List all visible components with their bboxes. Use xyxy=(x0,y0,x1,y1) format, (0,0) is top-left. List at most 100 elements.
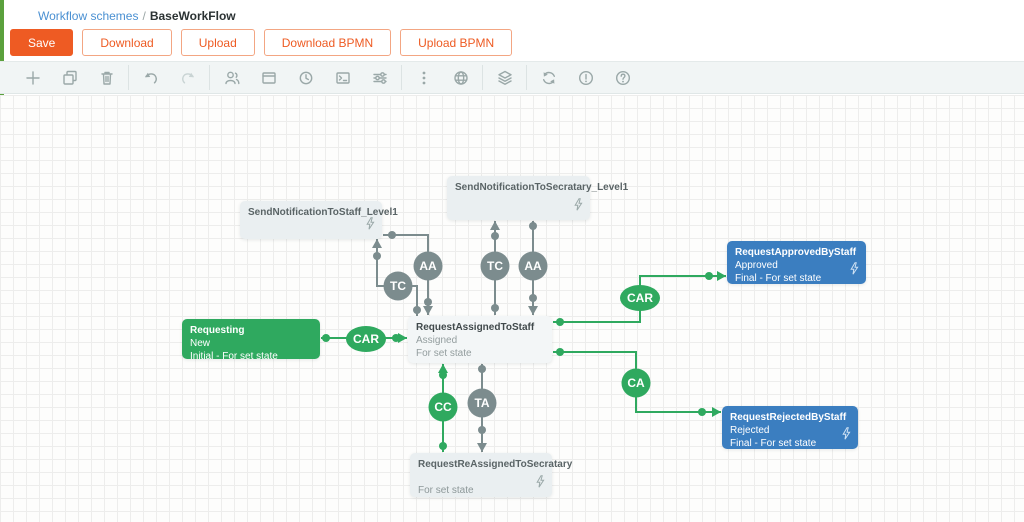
connector-dot[interactable] xyxy=(373,252,381,260)
node-title: Requesting xyxy=(190,325,245,336)
layers-icon xyxy=(497,70,512,85)
transition-badge-AA[interactable]: AA xyxy=(518,251,548,281)
designer-toolbar xyxy=(0,61,1024,94)
transition-badge-CAR[interactable]: CAR xyxy=(620,285,660,311)
transition-arrowhead xyxy=(477,443,487,452)
toolbar-separator xyxy=(482,65,483,90)
node-subtitle: Final - For set state xyxy=(730,438,817,449)
download-bpmn-button[interactable]: Download BPMN xyxy=(263,29,392,56)
connector-dot[interactable] xyxy=(478,365,486,373)
transition-badge-CAR[interactable]: CAR xyxy=(346,326,386,352)
sliders-button[interactable] xyxy=(361,65,398,91)
connector-dot[interactable] xyxy=(491,232,499,240)
connector-dot[interactable] xyxy=(439,442,447,450)
actors-button[interactable] xyxy=(213,65,250,91)
alert-icon xyxy=(578,70,593,85)
svg-text:CAR: CAR xyxy=(627,291,653,305)
upload-bpmn-button[interactable]: Upload BPMN xyxy=(400,29,513,56)
node-subtitle: Approved xyxy=(735,260,778,271)
redo-button[interactable] xyxy=(169,65,206,91)
svg-text:CC: CC xyxy=(434,400,452,414)
transition-badge-CC[interactable]: CC xyxy=(428,392,458,422)
delete-button[interactable] xyxy=(88,65,125,91)
upload-button[interactable]: Upload xyxy=(180,29,255,56)
node-title: SendNotificationToSecratary_Level1 xyxy=(455,182,629,193)
connector-dot[interactable] xyxy=(529,294,537,302)
node-title: RequestAssignedToStaff xyxy=(416,322,535,333)
copy-icon xyxy=(62,70,77,85)
copy-button[interactable] xyxy=(51,65,88,91)
help-button[interactable] xyxy=(604,65,641,91)
lightning-icon xyxy=(535,475,545,492)
action-button-bar: Save Download Upload Download BPMN Uploa… xyxy=(10,29,513,56)
svg-text:CAR: CAR xyxy=(353,332,379,346)
transition-arrowhead xyxy=(712,407,721,417)
node-subtitle: For set state xyxy=(416,348,472,359)
timer-icon xyxy=(299,71,312,84)
connector-dot[interactable] xyxy=(491,304,499,312)
transition-arrowhead xyxy=(490,221,500,230)
connector-dot[interactable] xyxy=(478,426,486,434)
download-button[interactable]: Download xyxy=(82,29,172,56)
node-SendNotificationToSecratary_Level1[interactable]: SendNotificationToSecratary_Level1 xyxy=(447,176,629,220)
workflow-canvas[interactable]: TC AA TC AA CC TA CAR CAR CA SendNotificationToS… xyxy=(0,95,1024,522)
undo-icon xyxy=(144,72,157,83)
node-title: RequestApprovedByStaff xyxy=(735,247,857,258)
layers-button[interactable] xyxy=(486,65,523,91)
transition-badge-CA[interactable]: CA xyxy=(621,368,651,398)
console-icon xyxy=(335,71,350,84)
globe-icon xyxy=(453,70,468,85)
svg-text:TC: TC xyxy=(487,259,503,273)
node-title: SendNotificationToStaff_Level1 xyxy=(248,207,398,218)
breadcrumb-link-workflow-schemes[interactable]: Workflow schemes xyxy=(38,9,139,23)
node-subtitle: For set state xyxy=(418,485,474,496)
add-activity-button[interactable] xyxy=(14,65,51,91)
node-title: RequestReAssignedToSecratary xyxy=(418,459,573,470)
transition-badge-AA[interactable]: AA xyxy=(413,251,443,281)
connector-dot[interactable] xyxy=(556,348,564,356)
console-button[interactable] xyxy=(324,65,361,91)
connector-dot[interactable] xyxy=(424,298,432,306)
lightning-icon xyxy=(365,217,375,234)
node-SendNotificationToStaff_Level1[interactable]: SendNotificationToStaff_Level1 xyxy=(240,201,398,239)
transition-badge-TC[interactable]: TC xyxy=(383,271,413,301)
lightning-icon xyxy=(841,427,851,444)
connector-dot[interactable] xyxy=(705,272,713,280)
connector-dot[interactable] xyxy=(322,334,330,342)
actors-icon xyxy=(224,71,239,84)
window-icon xyxy=(261,71,276,84)
transition-badge-TA[interactable]: TA xyxy=(467,388,497,418)
transition-arrowhead xyxy=(423,306,433,315)
connector-dot[interactable] xyxy=(529,222,537,230)
save-button[interactable]: Save xyxy=(10,29,74,56)
globe-button[interactable] xyxy=(442,65,479,91)
toolbar-separator xyxy=(128,65,129,90)
svg-text:AA: AA xyxy=(524,259,542,273)
node-subtitle: Initial - For set state xyxy=(190,351,278,362)
connector-dot[interactable] xyxy=(388,231,396,239)
transition-badge-TC[interactable]: TC xyxy=(480,251,510,281)
breadcrumb-current-scheme: BaseWorkFlow xyxy=(149,9,236,23)
transition-arrowhead xyxy=(372,239,382,248)
more-button[interactable] xyxy=(405,65,442,91)
svg-text:TC: TC xyxy=(390,279,406,293)
refresh-button[interactable] xyxy=(530,65,567,91)
timer-button[interactable] xyxy=(287,65,324,91)
connector-dot[interactable] xyxy=(556,318,564,326)
connector-dot[interactable] xyxy=(698,408,706,416)
breadcrumb-separator: / xyxy=(142,9,146,23)
connector-dot[interactable] xyxy=(413,306,421,314)
undo-button[interactable] xyxy=(132,65,169,91)
lightning-icon xyxy=(573,198,583,215)
toolbar-separator xyxy=(209,65,210,90)
node-subtitle: Final - For set state xyxy=(735,273,822,284)
connector-dot[interactable] xyxy=(392,334,400,342)
alert-button[interactable] xyxy=(567,65,604,91)
window-button[interactable] xyxy=(250,65,287,91)
connector-dot[interactable] xyxy=(439,371,447,379)
